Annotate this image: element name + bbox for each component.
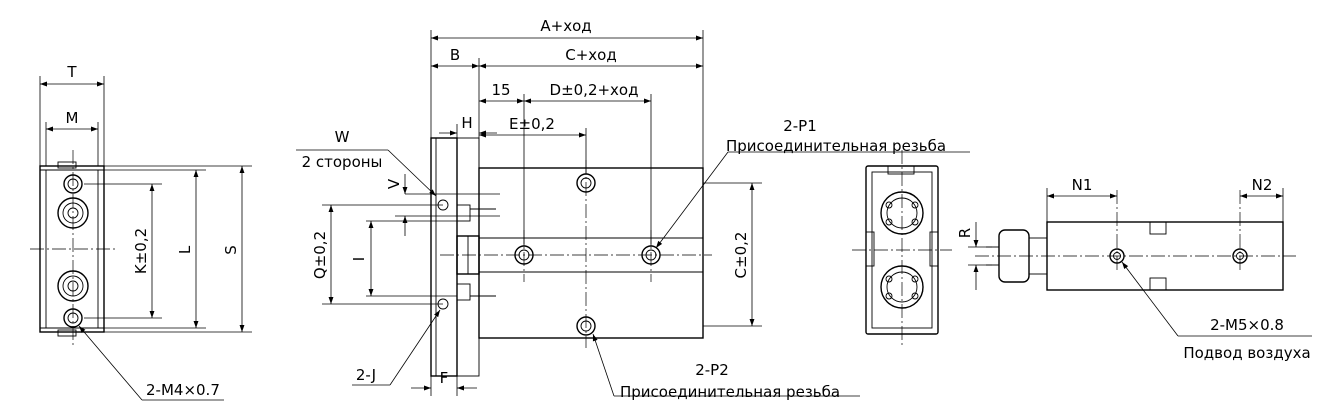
p2-desc-label: Присоединительная резьба	[620, 383, 840, 401]
w-label: W	[335, 128, 350, 146]
m4-thread-label: 2-M4×0.7	[146, 381, 220, 399]
p2-label: 2-P2	[695, 361, 729, 379]
dim-B-label: B	[450, 46, 460, 64]
dim-H-label: H	[461, 114, 472, 132]
dim-E-label: E±0,2	[509, 115, 555, 133]
dim-R-label: R	[956, 228, 974, 238]
dim-T-label: T	[66, 63, 77, 81]
p1-label: 2-P1	[783, 117, 817, 135]
p1-desc-label: Присоединительная резьба	[726, 137, 946, 155]
dim-K-label: K±0,2	[132, 228, 150, 274]
dim-Q-label: Q±0,2	[311, 231, 329, 279]
dim-C-top-label: C+ход	[565, 46, 616, 64]
rear-view	[852, 150, 952, 346]
dim-M-label: M	[66, 109, 79, 127]
dim-I-label: I	[350, 257, 368, 261]
j-label: 2-J	[356, 366, 376, 384]
top-view: N1 N2 R 2-M5×0.8 Подвод воздуха	[956, 176, 1312, 362]
dim-C-side-label: C±0,2	[732, 232, 750, 279]
side-view: A+ход B C+ход 15 D±0,2+ход H E±0,2 W 2 с…	[296, 17, 970, 401]
end-view: T M K±0,2 L S 2-M4×0.7	[30, 63, 252, 401]
dim-N2-label: N2	[1252, 176, 1273, 194]
dim-15-label: 15	[491, 81, 510, 99]
w-sides-label: 2 стороны	[302, 153, 383, 171]
dim-S-label: S	[222, 245, 240, 255]
dim-A-label: A+ход	[540, 17, 591, 35]
m5-thread-label: 2-M5×0.8	[1210, 316, 1284, 334]
dim-D-label: D±0,2+ход	[550, 81, 639, 99]
air-supply-label: Подвод воздуха	[1183, 344, 1310, 362]
dim-L-label: L	[176, 245, 194, 254]
dim-N1-label: N1	[1072, 176, 1093, 194]
dim-V-label: V	[385, 178, 403, 189]
dim-F-label: F	[440, 369, 449, 387]
